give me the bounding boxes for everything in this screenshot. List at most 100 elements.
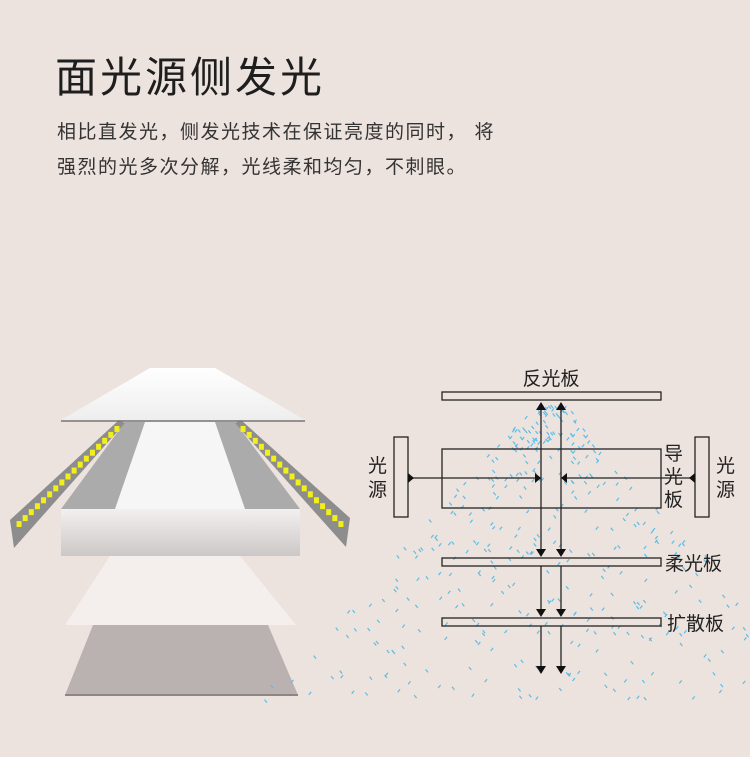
light-dash (600, 575, 605, 580)
led-chip (53, 485, 59, 492)
led-chip (47, 491, 53, 498)
light-dash (516, 549, 520, 554)
light-dash (447, 590, 451, 595)
light-dash (434, 534, 438, 539)
light-dash (676, 556, 681, 560)
light-dash (596, 484, 600, 489)
led-chip (22, 515, 28, 522)
light-dash (679, 632, 683, 637)
light-dash (656, 510, 660, 515)
light-dash (465, 549, 469, 554)
light-dash (535, 696, 539, 700)
light-dash (518, 610, 522, 614)
light-dash (471, 618, 476, 623)
light-dash (712, 671, 716, 676)
light-dash (615, 482, 619, 486)
light-dash (525, 460, 529, 465)
light-dash (571, 442, 575, 446)
light-dash (529, 550, 533, 555)
light-dash (703, 558, 707, 563)
light-dash (636, 695, 640, 700)
light-dash (518, 695, 523, 700)
light-dash (547, 438, 551, 443)
light-dash (453, 494, 458, 499)
light-dash (698, 599, 702, 604)
light-dash (364, 692, 369, 696)
led-chip (332, 515, 338, 522)
label-soft-plate: 柔光板 (665, 553, 722, 575)
light-dash (585, 454, 589, 459)
light-dash (612, 631, 617, 636)
light-dash (537, 441, 541, 445)
led-chip (277, 461, 283, 468)
light-dash (487, 548, 492, 553)
led-chip (89, 449, 95, 456)
light-dash (681, 542, 686, 547)
light-dash (546, 435, 551, 440)
light-dash (511, 582, 516, 587)
light-dash (542, 440, 547, 445)
light-dash (642, 599, 647, 604)
light-dash (589, 473, 593, 478)
light-dash (674, 590, 678, 594)
light-dash (472, 540, 477, 544)
light-dash (682, 539, 686, 544)
light-dash (547, 527, 551, 532)
light-dash (654, 535, 659, 540)
light-dash (679, 642, 683, 647)
light-dash (493, 566, 497, 570)
light-dash (414, 555, 419, 559)
light-dash (430, 534, 434, 539)
light-dash (636, 601, 641, 606)
light-dash (544, 621, 548, 626)
light-dash (396, 555, 400, 559)
light-dash (368, 603, 373, 608)
light-dash (455, 488, 460, 493)
light-dash (587, 553, 591, 557)
led-chip (258, 443, 264, 450)
light-dash (626, 631, 630, 636)
light-dash (492, 525, 496, 530)
soft-plate-rect (441, 557, 662, 567)
light-dash (577, 670, 581, 675)
light-dash (593, 631, 597, 635)
light-dash (591, 552, 596, 557)
light-dash (632, 601, 637, 605)
light-dash (392, 650, 396, 655)
light-dash (513, 663, 518, 668)
light-dash (533, 543, 537, 547)
light-dash (644, 578, 648, 583)
light-dash (683, 629, 688, 634)
light-dash (570, 640, 574, 645)
light-dash (437, 684, 442, 689)
light-dash (615, 497, 620, 502)
light-dash (525, 612, 530, 617)
light-dash (571, 490, 575, 494)
led-chip (102, 437, 108, 444)
light-dash (471, 693, 475, 698)
light-dash (330, 675, 334, 680)
light-dash (612, 688, 617, 693)
light-dash (524, 471, 528, 475)
light-dash (376, 619, 381, 624)
light-dash (551, 598, 555, 603)
led-chip (96, 443, 102, 450)
light-dash (707, 658, 711, 663)
light-dash (567, 672, 572, 677)
light-dash (406, 597, 410, 601)
light-dash (482, 629, 486, 634)
light-dash (335, 627, 339, 631)
light-dash (576, 427, 580, 432)
light-dash (536, 630, 540, 634)
light-dash (573, 611, 577, 616)
light-dash (591, 444, 596, 448)
light-dash (595, 526, 599, 530)
light-dash (481, 507, 486, 512)
light-dash (535, 430, 539, 435)
light-dash (490, 478, 495, 483)
light-dash (474, 639, 479, 644)
light-dash (664, 613, 668, 618)
light-dash (548, 436, 552, 441)
light-dash (622, 517, 626, 522)
